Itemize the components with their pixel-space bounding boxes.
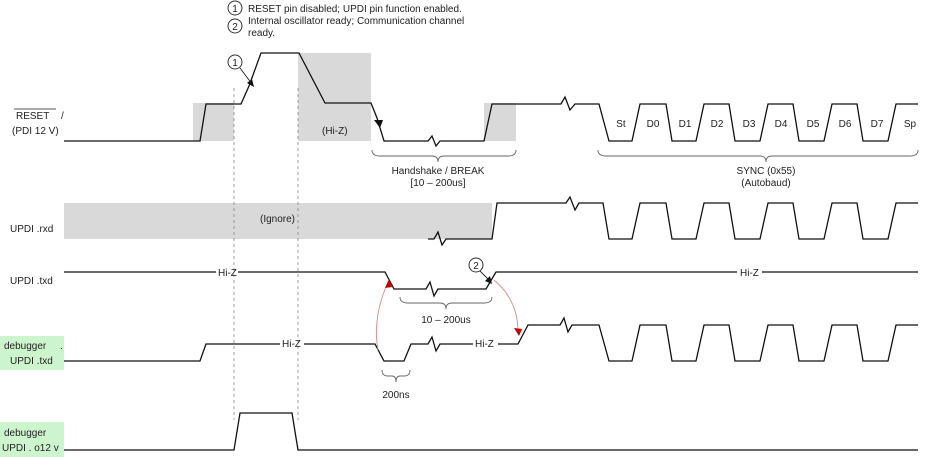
rxd-waveform bbox=[428, 195, 918, 247]
bit-label: D0 bbox=[647, 119, 660, 130]
dbg-12v-waveform bbox=[64, 412, 918, 451]
bit-label: St bbox=[616, 119, 626, 130]
dbg-txd-label-line2: UPDI .txd bbox=[10, 356, 53, 367]
dbg-txd-label-dot: . bbox=[60, 341, 63, 352]
bit-label: D6 bbox=[839, 119, 852, 130]
reset-label: RESET / (PDI 12 V) bbox=[12, 108, 64, 137]
reset-shade-2 bbox=[298, 53, 371, 141]
red-arrow-txd-to-dbg bbox=[493, 279, 519, 333]
handshake-label-line1: Handshake / BREAK bbox=[392, 166, 485, 177]
rxd-label: UPDI .rxd bbox=[10, 224, 53, 235]
reset-label-line2: (PDI 12 V) bbox=[12, 126, 59, 137]
txd-waveform-mid bbox=[238, 271, 737, 298]
note-2-text-line1: Internal oscillator ready; Communication… bbox=[248, 16, 464, 27]
txd-callout-2-marker bbox=[468, 257, 484, 273]
bit-label: D1 bbox=[679, 119, 692, 130]
txd-callout-2: 2 bbox=[468, 257, 492, 284]
dbg-txd-waveform bbox=[64, 343, 280, 362]
hiz-txd-right-label: Hi-Z bbox=[740, 268, 759, 279]
red-arrowhead-2 bbox=[514, 328, 522, 336]
hiz-reset-label: (Hi-Z) bbox=[322, 126, 348, 137]
rxd-ignore-shade bbox=[64, 203, 492, 239]
dbg-txd-waveform-mid bbox=[304, 335, 473, 362]
reset-waveform bbox=[64, 52, 918, 148]
dbg-txd-waveform-right bbox=[498, 316, 918, 362]
txd-callout-2-arrowhead bbox=[485, 276, 492, 284]
txd-callout-2-number: 2 bbox=[473, 261, 479, 272]
handshake-brace bbox=[371, 149, 517, 163]
dbg-12v-label-line1: debugger bbox=[4, 428, 47, 439]
bit-label: D4 bbox=[775, 119, 788, 130]
note-1: 1 RESET pin disabled; UPDI pin function … bbox=[227, 0, 462, 16]
hiz-dbg-mid-label: Hi-Z bbox=[475, 339, 494, 350]
reset-callout-1-marker bbox=[227, 54, 243, 70]
red-arrowhead-1 bbox=[385, 279, 392, 288]
bit-label: D3 bbox=[743, 119, 756, 130]
reset-fall-arrowhead bbox=[374, 120, 383, 128]
reset-shade-3 bbox=[484, 103, 516, 141]
reset-label-line1: RESET bbox=[16, 111, 49, 122]
bit-label: D7 bbox=[871, 119, 884, 130]
dbg-txd-label-bg bbox=[0, 336, 64, 370]
dbg-txd-label-line1: debugger bbox=[4, 341, 47, 352]
reset-callout-1-arrowhead bbox=[247, 79, 254, 87]
hiz-dbg-left-label: Hi-Z bbox=[282, 339, 301, 350]
sync-brace bbox=[597, 149, 919, 163]
note-2-text-line2: ready. bbox=[248, 28, 275, 39]
note-2-marker bbox=[227, 18, 243, 34]
sync-bit-labels: St D0 D1 D2 D3 D4 D5 D6 D7 Sp bbox=[616, 119, 916, 130]
note-1-number: 1 bbox=[232, 4, 238, 15]
reset-callout-1-number: 1 bbox=[232, 58, 238, 69]
dbg-12v-label-line2: UPDI . o12 v bbox=[2, 443, 59, 454]
sync-label-line2: (Autobaud) bbox=[741, 178, 790, 189]
handshake-label-line2: [10 – 200us] bbox=[410, 178, 465, 189]
reset-shade-1 bbox=[193, 103, 234, 141]
dbg-12v-label-bg bbox=[0, 422, 64, 457]
note-1-marker bbox=[227, 0, 243, 16]
txd-label: UPDI .txd bbox=[10, 276, 53, 287]
reset-label-slash: / bbox=[61, 111, 64, 122]
ignore-label: (Ignore) bbox=[260, 214, 295, 225]
reset-callout-1: 1 bbox=[227, 54, 254, 87]
dbg-time-label: 200ns bbox=[382, 390, 409, 401]
note-1-text: RESET pin disabled; UPDI pin function en… bbox=[248, 4, 462, 15]
txd-time-label: 10 – 200us bbox=[421, 315, 471, 326]
note-2-number: 2 bbox=[232, 22, 238, 33]
note-2: 2 Internal oscillator ready; Communicati… bbox=[227, 16, 464, 39]
bit-label: Sp bbox=[904, 119, 917, 130]
red-arrow-dbg-to-txd bbox=[375, 281, 389, 351]
dbg-time-brace bbox=[381, 369, 411, 383]
bit-label: D5 bbox=[807, 119, 820, 130]
txd-time-brace bbox=[399, 296, 493, 310]
hiz-txd-left-label: Hi-Z bbox=[218, 268, 237, 279]
sync-label-line1: SYNC (0x55) bbox=[737, 166, 796, 177]
bit-label: D2 bbox=[711, 119, 724, 130]
